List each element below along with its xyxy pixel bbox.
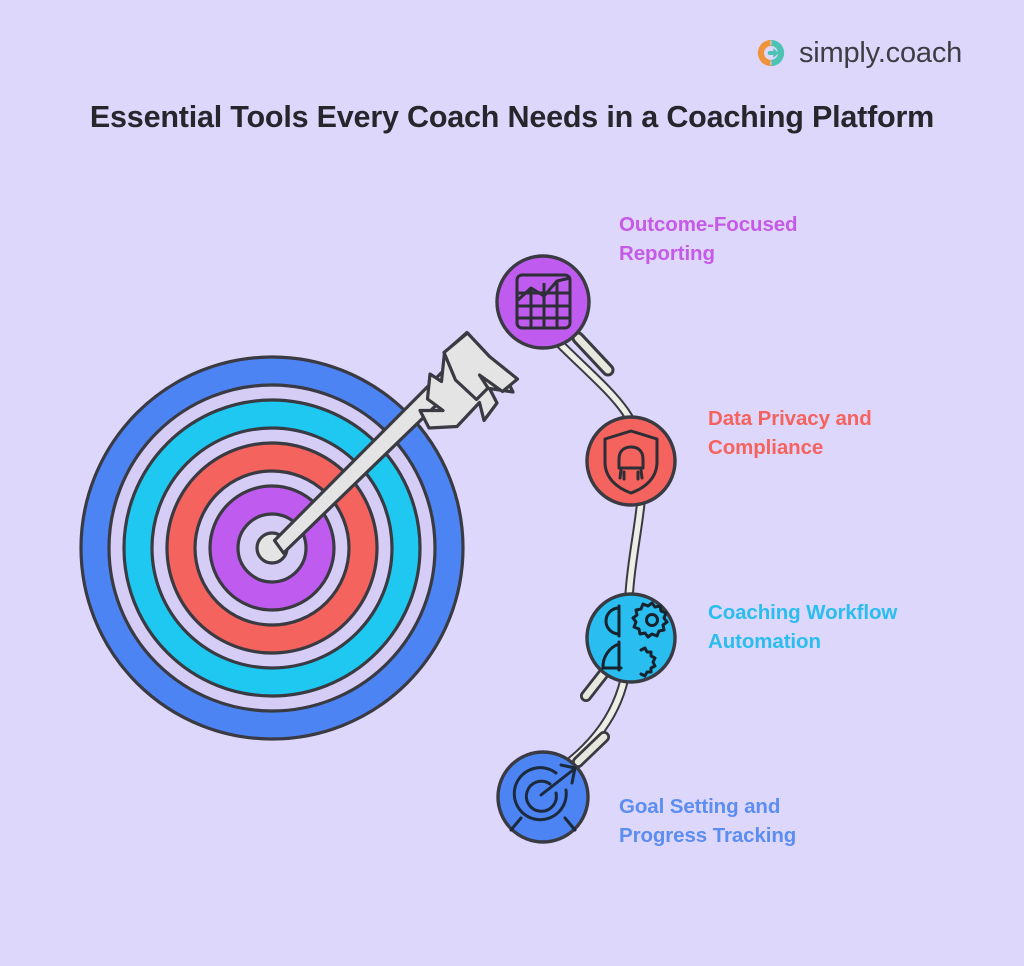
brand-name: simply.coach	[799, 36, 963, 69]
brand-logo: simply.coach	[754, 36, 962, 70]
step-icon-coaching-workflow-automation[interactable]	[580, 592, 677, 702]
step-icon-goal-setting-and-progress-tracking[interactable]	[496, 731, 610, 844]
simply-coach-circular-arrow-logo	[757, 39, 785, 67]
step-label-data-privacy-and-compliance: Data Privacy and Compliance	[708, 407, 872, 460]
step-label-coaching-workflow-automation: Coaching Workflow Automation	[708, 601, 898, 654]
step-label-outcome-focused-reporting: Outcome-Focused Reporting	[619, 213, 798, 266]
curved-connector-line	[551, 335, 648, 773]
page-title: Essential Tools Every Coach Needs in a C…	[89, 100, 935, 134]
person-gears-automation-icon	[585, 592, 677, 684]
step-icon-data-privacy-and-compliance[interactable]	[585, 415, 677, 507]
step-icon-outcome-focused-reporting[interactable]	[495, 254, 615, 377]
arrow-illustration	[272, 330, 520, 555]
curved-connector-line-fill	[553, 337, 646, 771]
step-label-goal-setting-and-progress-tracking: Goal Setting and Progress Tracking	[619, 795, 797, 848]
